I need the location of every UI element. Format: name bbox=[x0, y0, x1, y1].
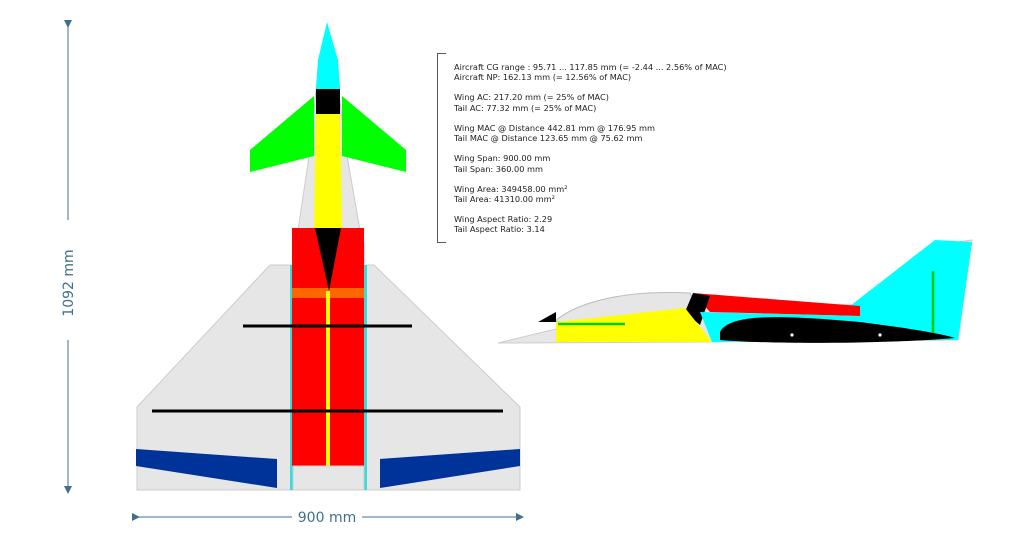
cg-range: Aircraft CG range : 95.71 ... 117.85 mm … bbox=[454, 62, 727, 72]
right-elevon bbox=[380, 449, 520, 488]
wing-aspect-ratio: Wing Aspect Ratio: 2.29 bbox=[454, 214, 553, 225]
cg-dot-2 bbox=[878, 333, 882, 337]
ac-group: Wing AC: 217.20 mm (= 25% of MAC) Tail A… bbox=[454, 92, 727, 113]
width-dimension-label: 900 mm bbox=[298, 510, 356, 526]
canard-left bbox=[250, 96, 314, 172]
fuselage-left-edge bbox=[290, 265, 293, 490]
ar-group: Wing Aspect Ratio: 2.29 Tail Aspect Rati… bbox=[454, 214, 727, 235]
rear-fuselage bbox=[292, 465, 365, 491]
cockpit-band bbox=[316, 89, 340, 114]
servo-side bbox=[556, 308, 712, 342]
side-view bbox=[497, 239, 973, 344]
wing-ac: Wing AC: 217.20 mm (= 25% of MAC) bbox=[454, 92, 609, 103]
info-panel: Aircraft CG range : 95.71 ... 117.85 mm … bbox=[454, 62, 727, 244]
wing-area: Wing Area: 349458.00 mm² bbox=[454, 183, 568, 194]
mac-group: Wing MAC @ Distance 442.81 mm @ 176.95 m… bbox=[454, 123, 727, 144]
wing-span: Wing Span: 900.00 mm bbox=[454, 153, 551, 164]
tail-span: Tail Span: 360.00 mm bbox=[454, 163, 543, 174]
servo-bay bbox=[314, 114, 342, 228]
info-bracket bbox=[437, 53, 446, 243]
nose-wedge bbox=[315, 228, 341, 291]
cg-group: Aircraft CG range : 95.71 ... 117.85 mm … bbox=[454, 62, 727, 83]
tail-mac: Tail MAC @ Distance 123.65 mm @ 75.62 mm bbox=[454, 133, 643, 144]
top-view bbox=[136, 22, 521, 491]
nose-cone bbox=[316, 22, 340, 89]
tail-aspect-ratio: Tail Aspect Ratio: 3.14 bbox=[454, 224, 545, 235]
battery-side bbox=[693, 293, 860, 316]
fuselage-right-edge bbox=[364, 265, 367, 490]
tail-area: Tail Area: 41310.00 mm² bbox=[454, 194, 555, 205]
height-dimension: 1092 mm bbox=[61, 20, 77, 494]
centre-strip bbox=[326, 291, 330, 466]
area-group: Wing Area: 349458.00 mm² Tail Area: 4131… bbox=[454, 184, 727, 205]
tail-ac: Tail AC: 77.32 mm (= 25% of MAC) bbox=[454, 102, 597, 113]
width-dimension: 900 mm bbox=[132, 510, 524, 526]
span-group: Wing Span: 900.00 mm Tail Span: 360.00 m… bbox=[454, 153, 727, 174]
intake bbox=[720, 317, 955, 343]
cg-dot-1 bbox=[790, 333, 794, 337]
height-dimension-label: 1092 mm bbox=[61, 249, 77, 316]
neutral-point: Aircraft NP: 162.13 mm (= 12.56% of MAC) bbox=[454, 72, 632, 83]
wing-mac: Wing MAC @ Distance 442.81 mm @ 176.95 m… bbox=[454, 122, 656, 133]
vertical-fin bbox=[850, 240, 972, 340]
canard-right bbox=[342, 96, 406, 172]
left-elevon bbox=[136, 449, 277, 488]
nose-side-black bbox=[538, 312, 556, 322]
